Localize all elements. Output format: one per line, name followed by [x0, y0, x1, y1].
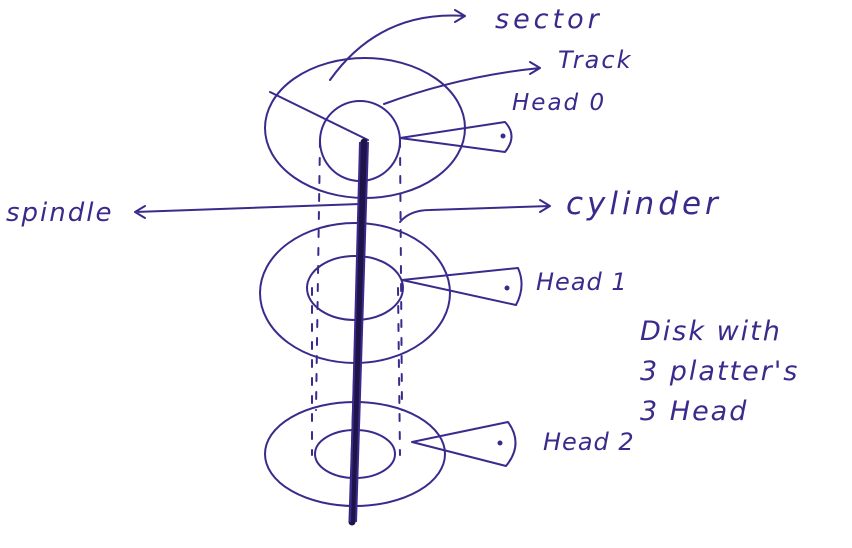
note-line-1: Disk with [640, 316, 782, 347]
head-1-dot [504, 285, 510, 291]
note-line-3: 3 Head [640, 396, 749, 427]
head-0-arm [399, 121, 513, 153]
spindle-arrow [134, 203, 361, 219]
cylinder-label: cylinder [566, 186, 722, 222]
head-1-label: Head 1 [536, 268, 628, 296]
spindle-label: spindle [6, 198, 114, 228]
sector-arrow [329, 9, 466, 81]
cylinder-arrow [399, 199, 551, 223]
note-line-2: 3 platter's [640, 356, 800, 387]
head-2-arm [411, 421, 517, 467]
sector-label: sector [495, 4, 603, 35]
sector-line [269, 91, 369, 141]
track-arrow [383, 61, 541, 105]
head-0-dot [500, 133, 506, 139]
disk-note: Disk with 3 platter's 3 Head [640, 312, 799, 432]
spindle [348, 138, 369, 526]
head-1-arm [401, 267, 523, 306]
head-2-dot [497, 440, 503, 446]
head-0-label: Head 0 [512, 90, 607, 116]
head-2-label: Head 2 [543, 428, 635, 456]
track-label: Track [558, 46, 633, 74]
